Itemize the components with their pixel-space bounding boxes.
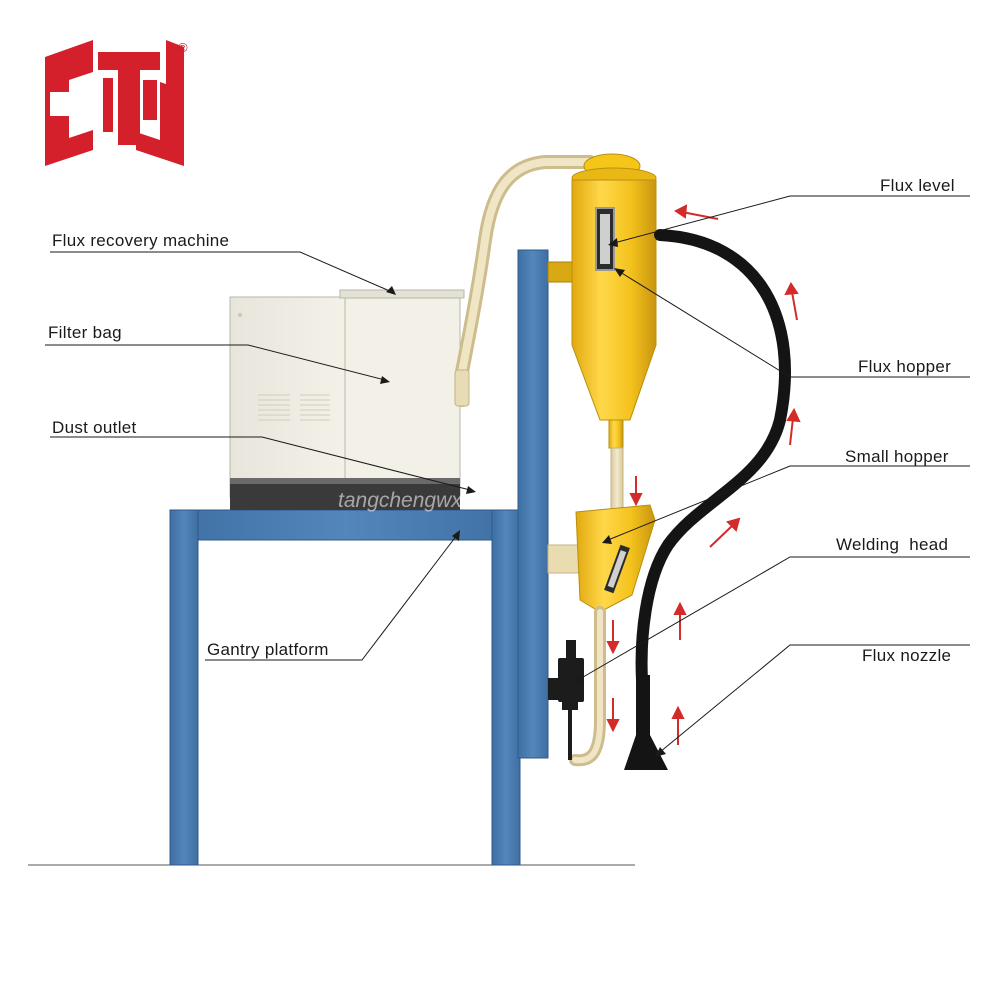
callout-flux-recovery-machine: Flux recovery machine: [50, 231, 396, 295]
label-flux-hopper: Flux hopper: [858, 357, 951, 376]
label-small-hopper: Small hopper: [845, 447, 949, 466]
callout-flux-level: Flux level: [608, 176, 970, 247]
flow-arrow: [671, 705, 685, 745]
company-logo: ®: [45, 40, 188, 166]
watermark: tangchengwx.com: [338, 489, 507, 512]
label-filter-bag: Filter bag: [48, 323, 122, 342]
flux-hopper: [571, 153, 657, 449]
flow-arrow: [606, 698, 620, 733]
flow-arrow: [606, 620, 620, 655]
callout-small-hopper: Small hopper: [602, 447, 970, 544]
logo-mark: [45, 40, 184, 166]
flow-arrows: [606, 204, 801, 745]
suction-hose: [635, 229, 791, 686]
label-flux-recovery-machine: Flux recovery machine: [52, 231, 229, 250]
callout-gantry-platform: Gantry platform: [205, 530, 460, 661]
label-gantry-platform: Gantry platform: [207, 640, 329, 659]
flow-arrow: [673, 601, 687, 640]
flux-nozzle: [624, 675, 668, 770]
callout-dust-outlet: Dust outlet: [50, 418, 476, 494]
callout-welding-head: Welding head: [573, 535, 970, 684]
registered-mark: ®: [178, 40, 188, 55]
small-hopper: [547, 504, 656, 613]
flow-arrow: [674, 204, 719, 220]
flow-arrow: [786, 407, 801, 446]
gantry-platform: [169, 249, 579, 866]
callout-filter-bag: Filter bag: [45, 323, 390, 384]
label-dust-outlet: Dust outlet: [52, 418, 137, 437]
flow-arrow: [784, 282, 799, 321]
label-flux-nozzle: Flux nozzle: [862, 646, 951, 665]
label-welding-head: Welding head: [836, 535, 948, 554]
label-flux-level: Flux level: [880, 176, 955, 195]
flow-arrow: [629, 476, 643, 507]
flow-arrow: [709, 517, 741, 548]
callout-flux-nozzle: Flux nozzle: [655, 644, 970, 757]
callout-flux-hopper: Flux hopper: [614, 268, 970, 378]
welding-head: [548, 640, 584, 760]
flux-recovery-machine: [229, 289, 465, 510]
